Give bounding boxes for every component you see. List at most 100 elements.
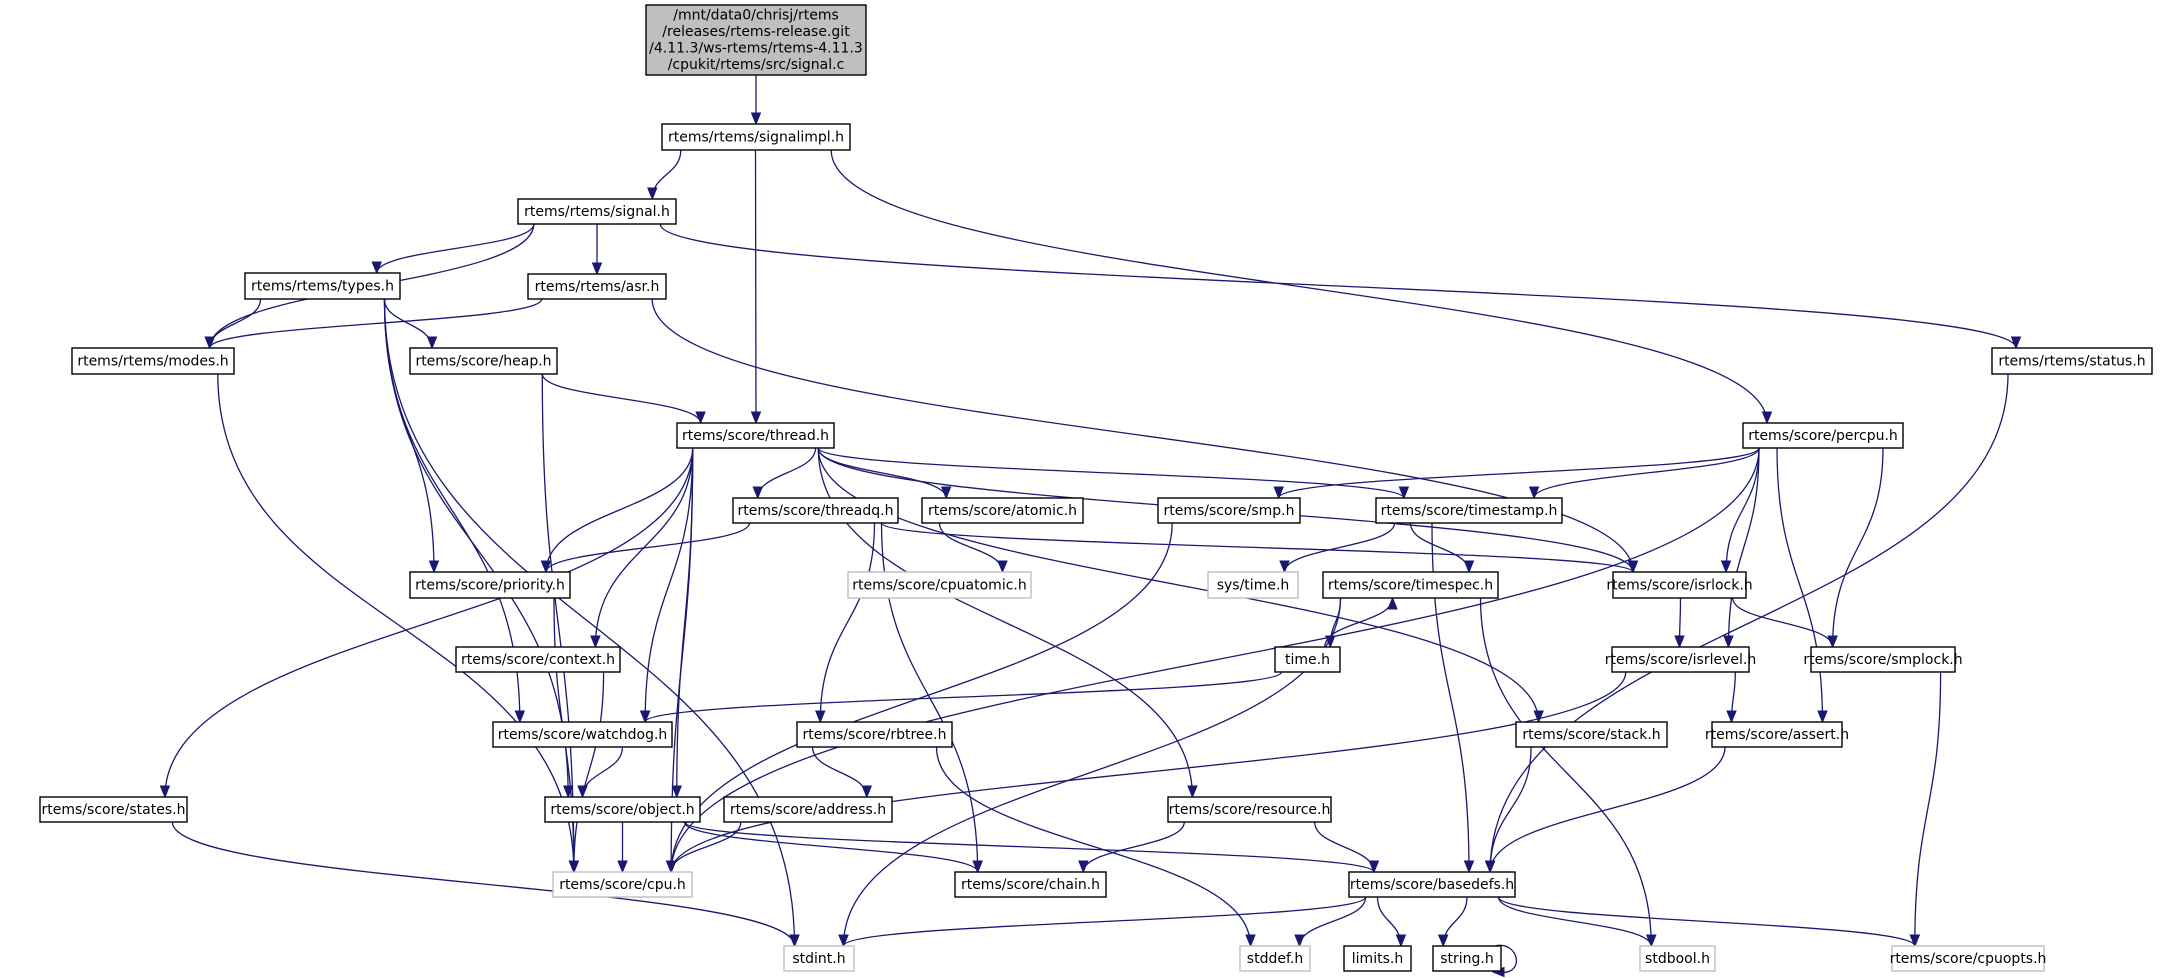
node-threadq[interactable]: rtems/score/threadq.h (732, 497, 899, 524)
node-box-watchdog[interactable] (492, 721, 673, 748)
node-smplock[interactable]: rtems/score/smplock.h (1803, 646, 1963, 673)
edge-percpu-to-isrlock (1725, 447, 1760, 573)
node-root[interactable]: /mnt/data0/chrisj/rtems/releases/rtems-r… (645, 4, 867, 76)
node-box-status[interactable] (1991, 347, 2153, 375)
arrowhead-thread-to-threadq (752, 486, 763, 500)
node-box-types[interactable] (244, 272, 401, 300)
node-box-chain[interactable] (954, 871, 1107, 898)
node-box-stack[interactable] (1515, 721, 1668, 748)
node-heap[interactable]: rtems/score/heap.h (409, 347, 558, 375)
node-box-timestamp[interactable] (1375, 497, 1563, 524)
node-thread[interactable]: rtems/score/thread.h (676, 422, 835, 449)
node-box-percpu[interactable] (1742, 422, 1904, 449)
node-modes[interactable]: rtems/rtems/modes.h (71, 347, 235, 375)
edge-signalimpl-to-percpu (830, 149, 1768, 424)
node-box-isrlevel[interactable] (1611, 646, 1750, 673)
edge-modes-to-cpu (217, 373, 575, 873)
node-rbtree[interactable]: rtems/score/rbtree.h (796, 721, 953, 748)
node-box-object[interactable] (544, 796, 701, 823)
node-label-object: rtems/score/object.h (550, 802, 694, 818)
node-systime[interactable]: sys/time.h (1207, 571, 1299, 599)
arrowhead-isrlock-to-isrlevel (1674, 635, 1685, 649)
node-cpuopts[interactable]: rtems/score/cpuopts.h (1890, 945, 2047, 972)
node-box-systime[interactable] (1207, 571, 1299, 599)
node-watchdog[interactable]: rtems/score/watchdog.h (492, 721, 673, 748)
edge-percpu-to-smplock (1831, 447, 1884, 648)
arrowhead-isrlevel-to-assert (1726, 710, 1737, 724)
node-box-signalimpl[interactable] (661, 123, 851, 151)
node-box-root[interactable] (645, 4, 867, 76)
node-assert[interactable]: rtems/score/assert.h (1705, 721, 1849, 748)
arrowhead-signal-to-types (371, 261, 382, 275)
node-states[interactable]: rtems/score/states.h (39, 796, 188, 823)
node-percpu[interactable]: rtems/score/percpu.h (1742, 422, 1904, 449)
node-box-heap[interactable] (409, 347, 558, 375)
node-status[interactable]: rtems/rtems/status.h (1991, 347, 2153, 375)
node-basedefs[interactable]: rtems/score/basedefs.h (1348, 871, 1516, 898)
node-stack[interactable]: rtems/score/stack.h (1515, 721, 1668, 748)
node-types[interactable]: rtems/rtems/types.h (244, 272, 401, 300)
node-box-context[interactable] (455, 646, 621, 673)
node-box-asr[interactable] (527, 273, 667, 300)
node-smp[interactable]: rtems/score/smp.h (1157, 497, 1301, 524)
node-stdbool[interactable]: stdbool.h (1639, 945, 1716, 972)
edge-timespec-to-stdbool (1479, 597, 1652, 947)
node-box-atomic[interactable] (921, 497, 1084, 524)
node-box-isrlock[interactable] (1612, 571, 1747, 599)
node-box-stdint[interactable] (783, 945, 855, 972)
node-isrlevel[interactable]: rtems/score/isrlevel.h (1605, 646, 1756, 673)
node-box-assert[interactable] (1711, 721, 1843, 748)
node-address[interactable]: rtems/score/address.h (723, 796, 893, 823)
node-box-smplock[interactable] (1810, 646, 1956, 673)
node-box-timespec[interactable] (1322, 571, 1499, 599)
edge-states-to-stdint (171, 821, 796, 947)
node-priority[interactable]: rtems/score/priority.h (409, 571, 571, 599)
node-stdint[interactable]: stdint.h (783, 945, 855, 972)
edge-stack-to-basedefs (1489, 746, 1532, 873)
node-label-time: time.h (1285, 652, 1330, 668)
node-box-smp[interactable] (1157, 497, 1301, 524)
node-context[interactable]: rtems/score/context.h (455, 646, 621, 673)
node-box-stdbool[interactable] (1639, 945, 1716, 972)
arrowhead-threadq-to-priority (540, 560, 552, 574)
node-box-address[interactable] (723, 796, 893, 823)
arrowhead-rbtree-to-address (861, 785, 873, 799)
node-box-time[interactable] (1274, 646, 1341, 673)
node-stddef[interactable]: stddef.h (1239, 945, 1311, 972)
node-cpu[interactable]: rtems/score/cpu.h (552, 871, 693, 898)
node-signal[interactable]: rtems/rtems/signal.h (517, 198, 677, 225)
node-box-signal[interactable] (517, 198, 677, 225)
node-box-priority[interactable] (409, 571, 571, 599)
node-box-string[interactable] (1432, 945, 1502, 972)
node-box-threadq[interactable] (732, 497, 899, 524)
node-cpuatomic[interactable]: rtems/score/cpuatomic.h (847, 571, 1032, 599)
node-object[interactable]: rtems/score/object.h (544, 796, 701, 823)
edge-percpu-to-smp (1278, 447, 1760, 499)
node-atomic[interactable]: rtems/score/atomic.h (921, 497, 1084, 524)
node-box-thread[interactable] (676, 422, 835, 449)
node-limits[interactable]: limits.h (1343, 945, 1412, 972)
arrowhead-asr-to-modes (204, 336, 215, 350)
node-box-resource[interactable] (1167, 796, 1332, 823)
node-string[interactable]: string.h (1432, 945, 1502, 972)
node-asr[interactable]: rtems/rtems/asr.h (527, 273, 667, 300)
node-box-limits[interactable] (1343, 945, 1412, 972)
node-timespec[interactable]: rtems/score/timespec.h (1322, 571, 1499, 599)
arrowhead-signalimpl-to-percpu (1761, 411, 1773, 425)
node-time[interactable]: time.h (1274, 646, 1341, 673)
node-box-modes[interactable] (71, 347, 235, 375)
node-isrlock[interactable]: rtems/score/isrlock.h (1606, 571, 1753, 599)
node-chain[interactable]: rtems/score/chain.h (954, 871, 1107, 898)
node-timestamp[interactable]: rtems/score/timestamp.h (1375, 497, 1563, 524)
node-box-states[interactable] (39, 796, 188, 823)
node-resource[interactable]: rtems/score/resource.h (1167, 796, 1332, 823)
node-box-rbtree[interactable] (796, 721, 953, 748)
node-box-cpu[interactable] (552, 871, 693, 898)
node-box-cpuopts[interactable] (1891, 945, 2045, 972)
node-box-basedefs[interactable] (1348, 871, 1516, 898)
arrowhead-rbtree-to-stddef (1245, 934, 1256, 948)
node-box-cpuatomic[interactable] (847, 571, 1032, 599)
node-signalimpl[interactable]: rtems/rtems/signalimpl.h (661, 123, 851, 151)
edge-thread-to-priority (545, 447, 694, 573)
node-box-stddef[interactable] (1239, 945, 1311, 972)
